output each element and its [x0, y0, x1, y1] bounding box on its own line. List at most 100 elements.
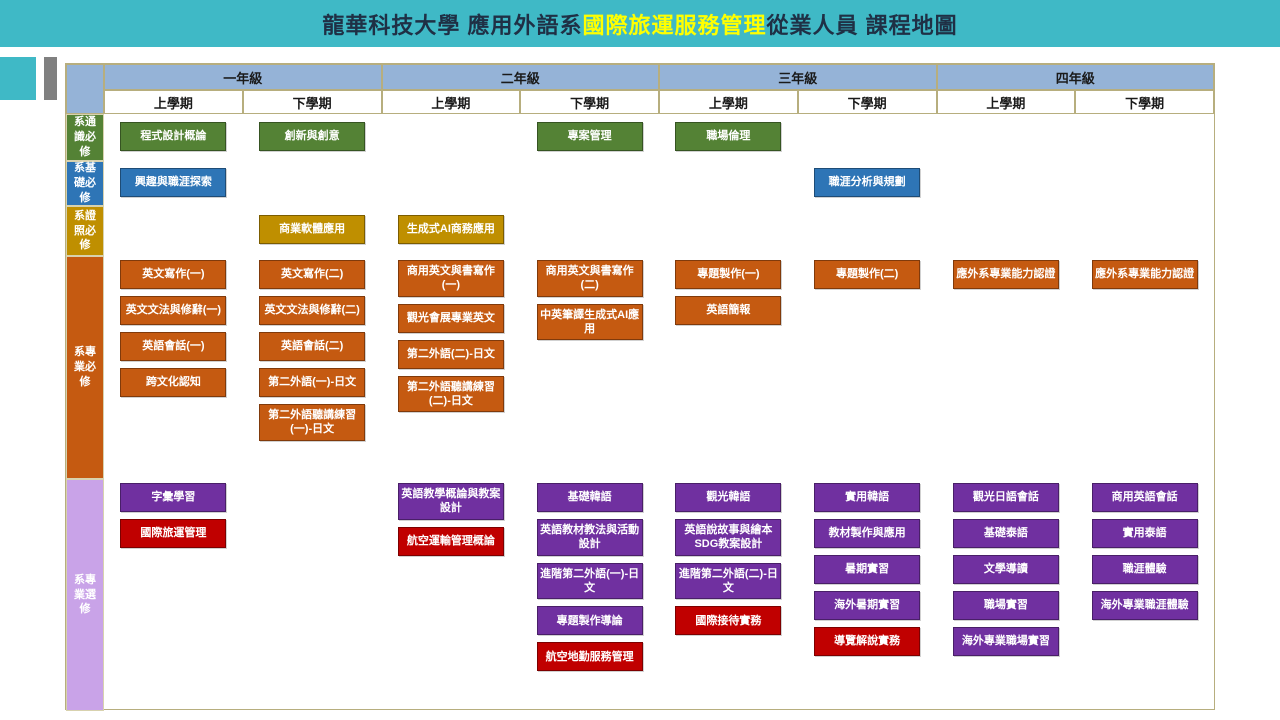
grid-cell [243, 479, 382, 711]
grid-cell: 應外系專業能力認證 [937, 256, 1076, 479]
category-label-4: 系專業必修 [66, 256, 104, 479]
category-label-2: 系基礎必修 [66, 161, 104, 206]
course-box: 國際接待實務 [675, 606, 782, 636]
semester-header-cell: 上學期 [104, 90, 243, 114]
course-box: 專題製作(一) [675, 260, 782, 289]
title-prefix: 龍華科技大學 應用外語系 [322, 12, 583, 38]
grid-cell [798, 206, 937, 256]
course-box: 字彙學習 [120, 483, 227, 512]
grid-cell: 興趣與職涯探索 [104, 161, 243, 206]
grid-cell [937, 114, 1076, 161]
course-box: 觀光會展專業英文 [397, 303, 504, 333]
course-box: 職場實習 [952, 591, 1059, 620]
course-box: 基礎泰語 [952, 519, 1059, 548]
course-box: 教材製作與應用 [814, 519, 921, 548]
course-box: 第二外語聽講練習(一)-日文 [259, 404, 366, 441]
course-box: 英語教材教法與活動設計 [536, 519, 643, 556]
grid-cell: 觀光日語會話基礎泰語文學導讀職場實習海外專業職場實習 [937, 479, 1076, 711]
course-box: 海外專業職場實習 [952, 627, 1059, 656]
course-box: 實用泰語 [1091, 519, 1198, 548]
course-box: 英文寫作(二) [259, 260, 366, 289]
course-box: 職涯體驗 [1091, 555, 1198, 584]
page-title: 龍華科技大學 應用外語系國際旅運服務管理從業人員 課程地圖 [0, 0, 1280, 47]
grid-cell: 實用韓語教材製作與應用暑期實習海外暑期實習導覽解說實務 [798, 479, 937, 711]
grid-cell [1075, 114, 1214, 161]
grid-cell [520, 161, 659, 206]
semester-header-cell: 下學期 [242, 90, 382, 114]
course-box: 跨文化認知 [120, 368, 227, 397]
grid-cell: 生成式AI商務應用 [382, 206, 521, 256]
course-box: 英語會話(二) [259, 332, 366, 361]
course-box: 專題製作(二) [814, 260, 921, 289]
course-box: 航空地勤服務管理 [536, 642, 643, 672]
course-box: 程式設計概論 [120, 121, 227, 151]
grid-cell [798, 114, 937, 161]
course-box: 生成式AI商務應用 [397, 215, 504, 244]
semester-header-cell: 下學期 [1075, 90, 1214, 114]
grid-cell [520, 206, 659, 256]
course-box: 第二外語(一)-日文 [259, 368, 366, 397]
semester-header-cell: 下學期 [797, 90, 937, 114]
title-suffix: 從業人員 課程地圖 [766, 12, 958, 38]
decor-teal-square [0, 57, 36, 100]
category-label-3: 系證照必修 [66, 206, 104, 256]
semester-header-cell: 上學期 [659, 90, 798, 114]
grid-cell: 創新與創意 [243, 114, 382, 161]
course-box: 基礎韓語 [536, 483, 643, 512]
category-label-1: 系通識必修 [66, 114, 104, 161]
course-box: 英文文法與修辭(二) [259, 296, 366, 325]
grid-cell [104, 206, 243, 256]
semester-header-cell: 下學期 [520, 90, 659, 114]
course-box: 國際旅運管理 [120, 519, 227, 548]
grid-cell: 商業軟體應用 [243, 206, 382, 256]
grid-cell: 英文寫作(二) 英文文法與修辭(二) 英語會話(二) 第二外語(一)-日文第二外語聽講… [243, 256, 382, 479]
course-box: 海外專業職涯體驗 [1091, 591, 1198, 620]
course-box: 英語簡報 [675, 296, 782, 325]
course-box: 導覽解說實務 [814, 627, 921, 656]
course-box: 商用英語會話 [1091, 483, 1198, 512]
decor-gray-bar [44, 57, 57, 100]
grid-cell [1075, 206, 1214, 256]
grid-cell [243, 161, 382, 206]
year-header-cell: 一年級 [104, 64, 382, 90]
grid-cell: 商用英語會話實用泰語職涯體驗海外專業職涯體驗 [1075, 479, 1214, 711]
grid-cell [1075, 161, 1214, 206]
course-box: 專案管理 [536, 121, 643, 151]
course-box: 海外暑期實習 [814, 591, 921, 620]
course-box: 商用英文與書寫作(一) [397, 260, 504, 297]
semester-header-cell: 上學期 [381, 90, 521, 114]
course-box: 實用韓語 [814, 483, 921, 512]
course-box: 應外系專業能力認證 [1091, 260, 1198, 289]
course-box: 應外系專業能力認證 [952, 260, 1059, 289]
course-box: 商用英文與書寫作(二) [536, 260, 643, 297]
grid-cell: 字彙學習國際旅運管理 [104, 479, 243, 711]
grid-cell [382, 114, 521, 161]
grid-cell [937, 161, 1076, 206]
grid-cell: 英文寫作(一)英文文法與修辭(一)英語會話(一)跨文化認知 [104, 256, 243, 479]
course-box: 暑期實習 [814, 555, 921, 584]
grid-cell [659, 206, 798, 256]
course-box: 英文文法與修辭(一) [120, 296, 227, 325]
course-box: 觀光韓語 [675, 483, 782, 512]
grid-cell: 程式設計概論 [104, 114, 243, 161]
semester-header-cell: 上學期 [936, 90, 1076, 114]
course-box: 商業軟體應用 [259, 215, 366, 244]
grid-cell [659, 161, 798, 206]
category-label-5: 系專業選修 [66, 479, 104, 711]
grid-cell: 商用英文與書寫作(二)中英筆譯生成式AI應用 [520, 256, 659, 479]
year-header-cell: 四年級 [936, 64, 1214, 90]
grid-cell: 英語教學概論與教案設計航空運輸管理概論 [382, 479, 521, 711]
grid-cell [937, 206, 1076, 256]
course-box: 觀光日語會話 [952, 483, 1059, 512]
title-highlight: 國際旅運服務管理 [582, 12, 767, 38]
grid-cell: 職場倫理 [659, 114, 798, 161]
header-corner-cell [66, 64, 104, 114]
course-box: 第二外語(二)-日文 [397, 339, 504, 369]
course-box: 英語說故事與繪本SDG教案設計 [675, 519, 782, 556]
course-box: 進階第二外語(二)-日文 [675, 562, 782, 600]
course-box: 英文寫作(一) [120, 260, 227, 289]
course-box: 創新與創意 [259, 121, 366, 151]
course-box: 專題製作導論 [536, 606, 643, 636]
grid-cell: 專題製作(一) 英語簡報 [659, 256, 798, 479]
course-box: 職場倫理 [675, 121, 782, 151]
